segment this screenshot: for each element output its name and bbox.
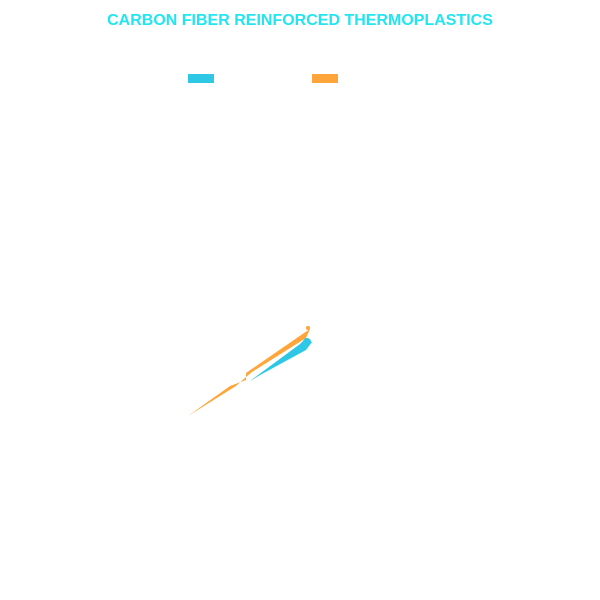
- series-area-1[interactable]: [250, 338, 312, 381]
- legend-swatch-series-1[interactable]: [188, 74, 214, 83]
- series-point-2[interactable]: [306, 326, 310, 330]
- chart-title: CARBON FIBER REINFORCED THERMOPLASTICS: [107, 12, 493, 29]
- legend: [188, 74, 338, 83]
- legend-swatch-series-2[interactable]: [312, 74, 338, 83]
- series-point-1[interactable]: [303, 338, 311, 346]
- plot-area: [188, 326, 312, 416]
- series-area-2[interactable]: [188, 329, 310, 416]
